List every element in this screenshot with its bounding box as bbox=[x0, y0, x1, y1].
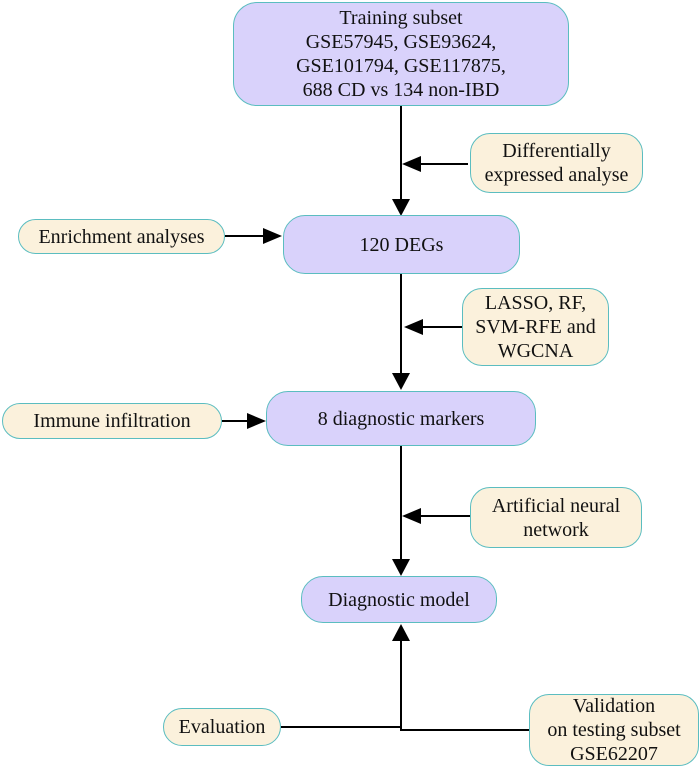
degs-label: 120 DEGs bbox=[359, 233, 444, 256]
model-label: Diagnostic model bbox=[328, 588, 470, 611]
arrowhead-markers bbox=[392, 373, 410, 390]
markers-box: 8 diagnostic markers bbox=[266, 391, 536, 446]
validation-line-2: on testing subset bbox=[547, 719, 681, 741]
training-subset-line-1: Training subset bbox=[339, 7, 463, 29]
feature-selection-line-2: SVM-RFE and bbox=[475, 316, 596, 338]
ann-line-2: network bbox=[523, 518, 589, 541]
model-box: Diagnostic model bbox=[301, 576, 497, 623]
arrowhead-model-up bbox=[392, 624, 410, 641]
evaluation-label: Evaluation bbox=[178, 716, 266, 738]
differential-box: Differentially expressed analyse bbox=[470, 133, 643, 193]
degs-box: 120 DEGs bbox=[283, 215, 520, 274]
enrichment-box: Enrichment analyses bbox=[18, 219, 225, 254]
validation-box: Validation on testing subset GSE62207 bbox=[529, 694, 699, 766]
arrowhead-differential bbox=[402, 156, 421, 172]
feature-selection-line-1: LASSO, RF, bbox=[484, 292, 587, 314]
training-subset-line-2: GSE57945, GSE93624, bbox=[305, 31, 497, 53]
arrowhead-ann bbox=[402, 508, 421, 524]
arrowhead-model bbox=[392, 559, 410, 576]
validation-line-1: Validation bbox=[572, 695, 656, 717]
differential-line-1: Differentially bbox=[502, 140, 611, 162]
enrichment-label: Enrichment analyses bbox=[38, 225, 205, 248]
evaluation-box: Evaluation bbox=[163, 708, 281, 746]
arrowhead-feature-selection bbox=[404, 319, 423, 335]
markers-label: 8 diagnostic markers bbox=[317, 407, 485, 430]
differential-line-2: expressed analyse bbox=[484, 164, 629, 186]
validation-line-3: GSE62207 bbox=[570, 743, 658, 765]
arrowhead-enrichment bbox=[263, 228, 282, 244]
arrowhead-degs bbox=[392, 199, 410, 216]
arrowhead-immune bbox=[247, 413, 266, 429]
ann-box: Artificial neural network bbox=[470, 487, 642, 548]
feature-selection-box: LASSO, RF, SVM-RFE and WGCNA bbox=[462, 288, 609, 366]
training-subset-line-4: 688 CD vs 134 non-IBD bbox=[302, 79, 500, 101]
immune-label: Immune infiltration bbox=[33, 410, 191, 432]
ann-line-1: Artificial neural bbox=[491, 494, 621, 517]
training-subset-box: Training subset GSE57945, GSE93624, GSE1… bbox=[233, 2, 569, 106]
feature-selection-line-3: WGCNA bbox=[497, 340, 574, 362]
immune-box: Immune infiltration bbox=[2, 403, 222, 439]
training-subset-line-3: GSE101794, GSE117875, bbox=[296, 55, 506, 77]
